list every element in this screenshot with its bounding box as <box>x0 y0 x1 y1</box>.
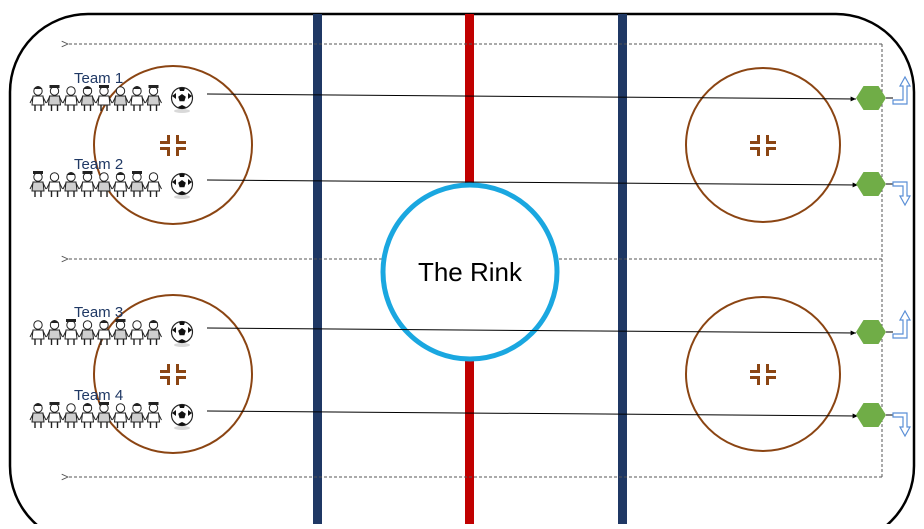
blue-line-right <box>618 14 627 524</box>
blue-line-left <box>313 14 322 524</box>
team-label: Team 4 <box>74 387 123 404</box>
rink-title: The Rink <box>418 257 523 287</box>
team-label: Team 3 <box>74 304 123 321</box>
team-label: Team 2 <box>74 156 123 173</box>
team-label: Team 1 <box>74 70 123 87</box>
